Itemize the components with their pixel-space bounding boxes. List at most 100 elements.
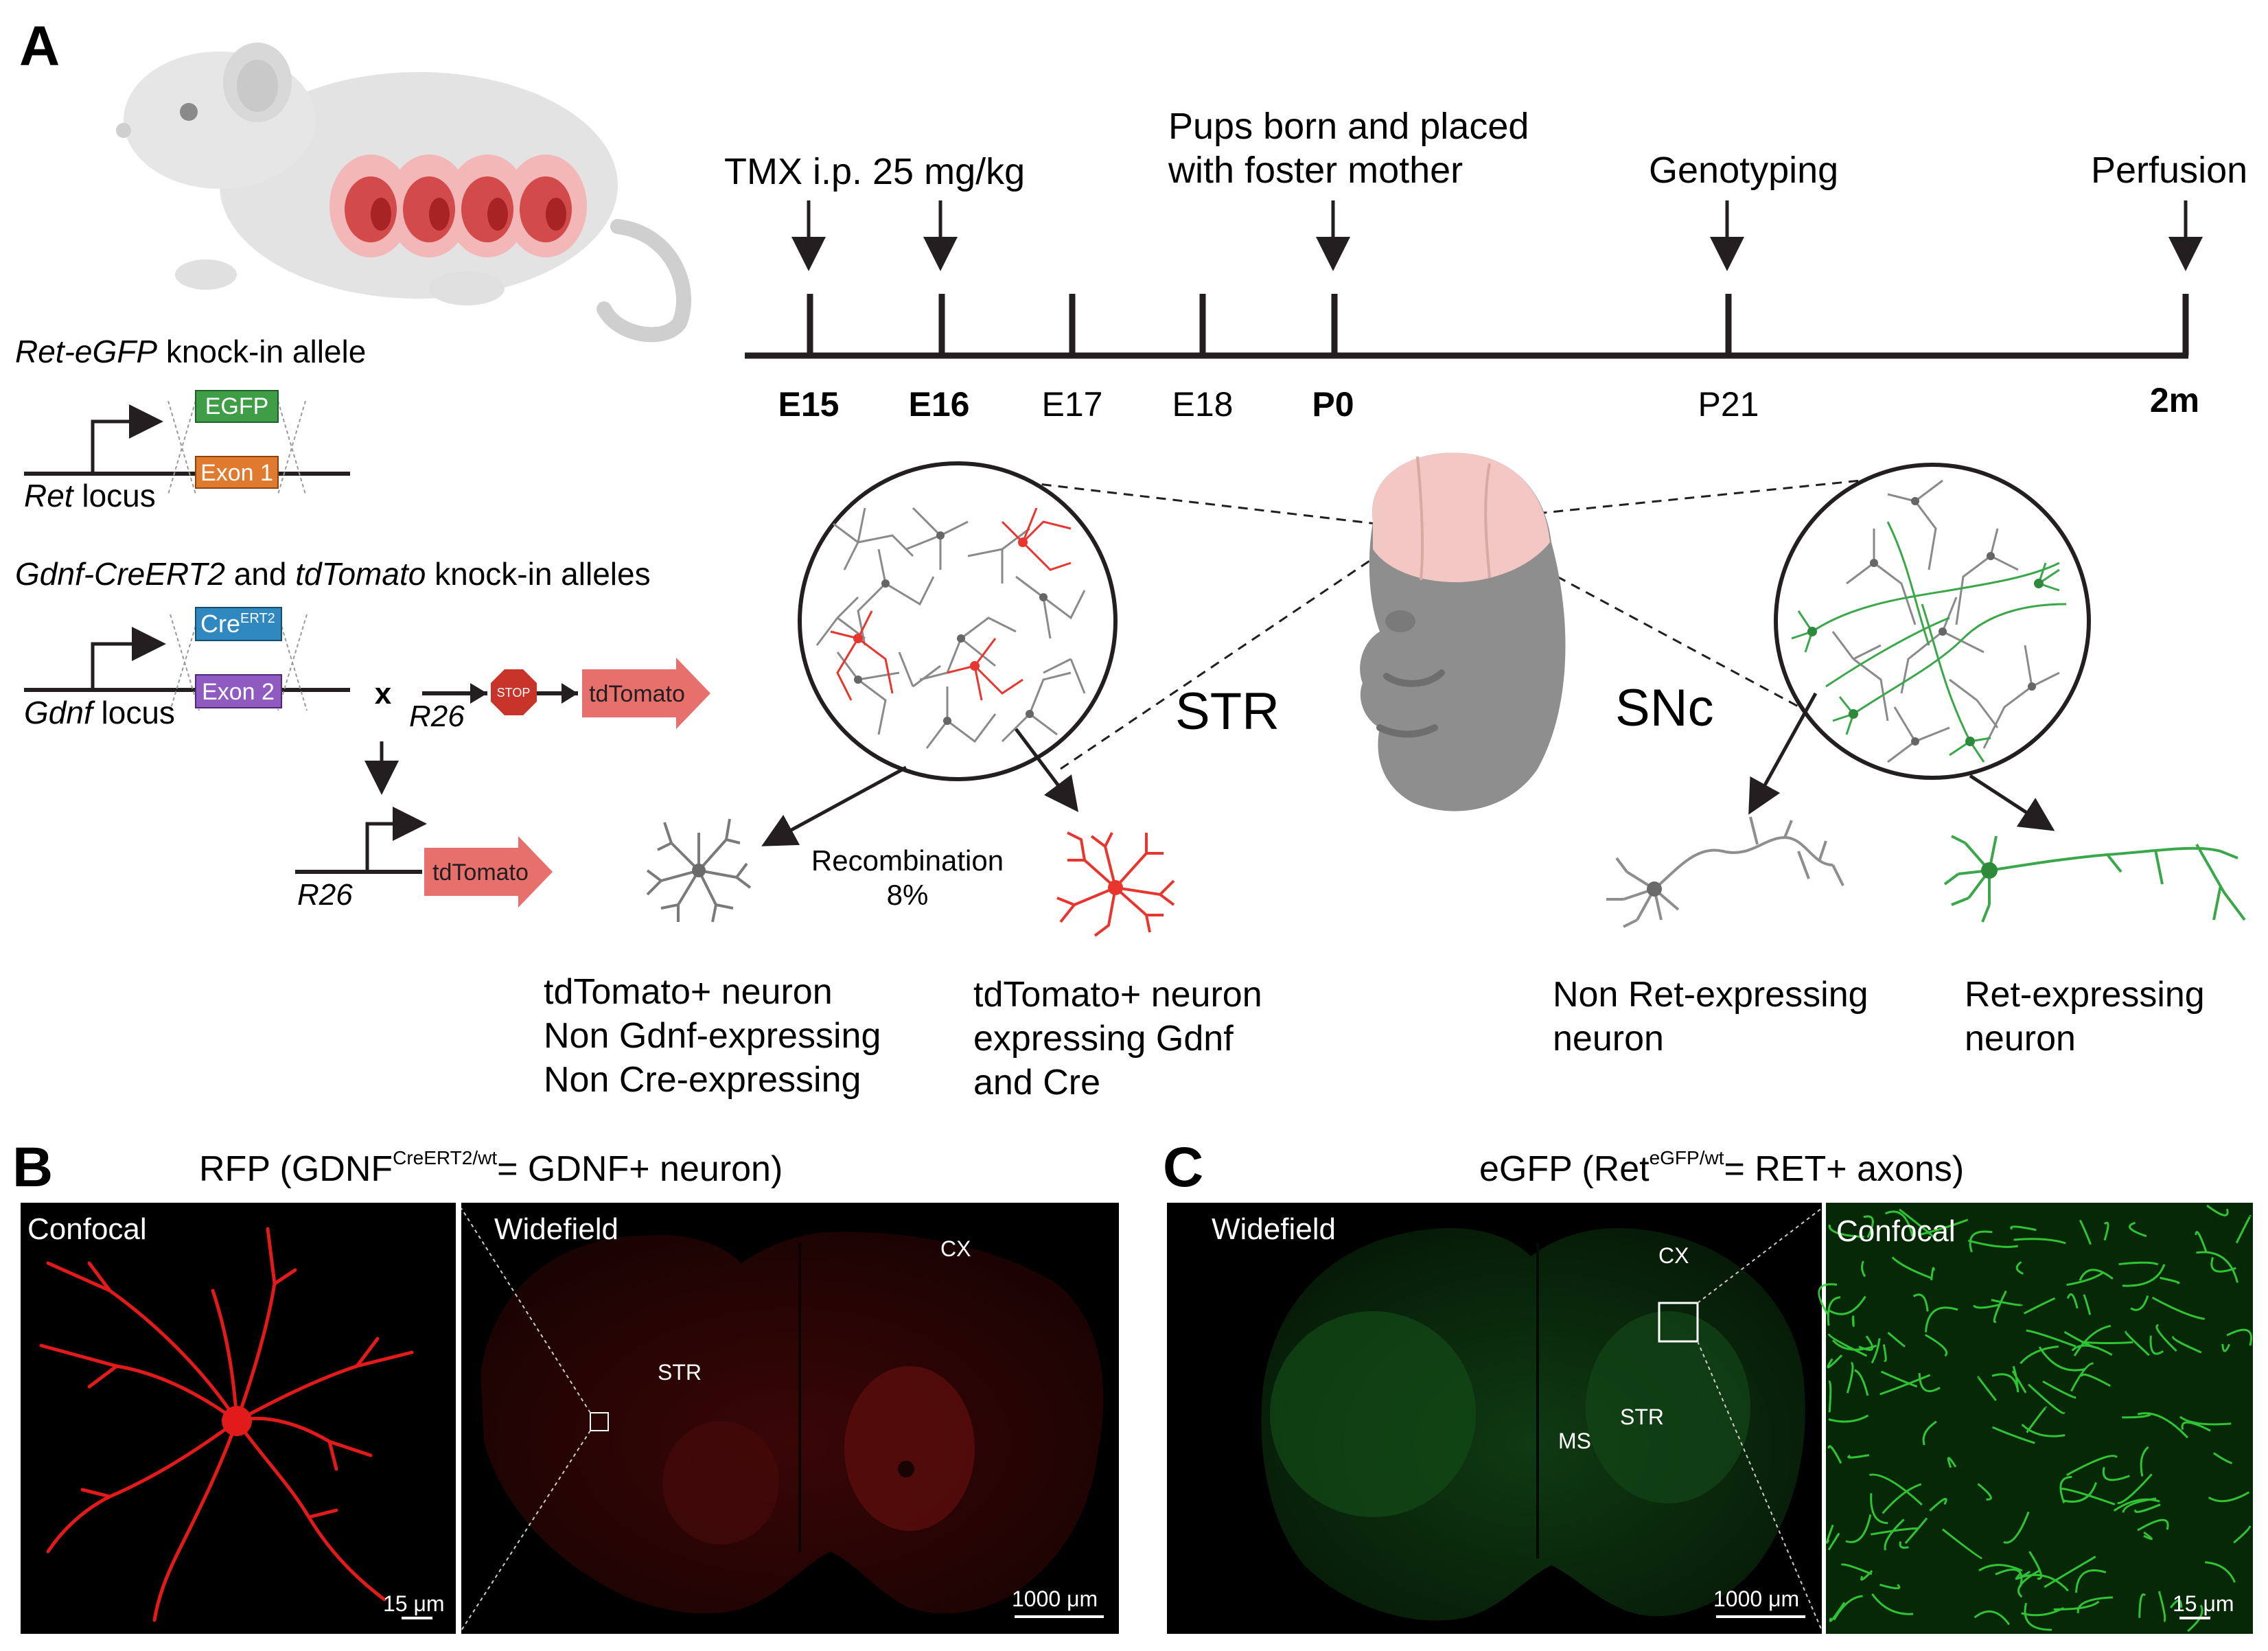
axon-fiber	[1827, 1354, 1843, 1369]
axon-fiber	[2196, 1251, 2238, 1283]
axon-fiber	[1827, 1333, 1868, 1357]
str-neuron-circle	[798, 461, 1118, 781]
axon-fiber	[2073, 1324, 2111, 1356]
axon-fiber	[2066, 1293, 2079, 1309]
axon-fiber	[2020, 1346, 2059, 1365]
axon-fiber	[1828, 1414, 1869, 1423]
axon-fiber	[1845, 1514, 1872, 1543]
axon-fiber	[2157, 1591, 2166, 1623]
panel-b-widefield-image: Widefield CX STR 1000 μm	[461, 1203, 1119, 1634]
axon-fiber	[2138, 1593, 2146, 1618]
axon-fiber	[2061, 1488, 2116, 1505]
axon-fiber	[1922, 1420, 1937, 1446]
axon-fiber	[2221, 1343, 2231, 1352]
axon-fiber	[1882, 1483, 1922, 1514]
axon-fiber	[1992, 1426, 2035, 1444]
event-pups-line1: Pups born and placed	[1168, 106, 1529, 147]
red-striatal-neuron-icon	[1056, 831, 1175, 937]
neuron2-line1: tdTomato+ neuron	[973, 975, 1262, 1015]
gdnf-allele-title: Gdnf-CreERT2 and tdTomato knock-in allel…	[15, 556, 651, 592]
axon-fiber	[1825, 1524, 1834, 1544]
axon-fiber	[1828, 1381, 1832, 1413]
cre-label: CreERT2	[200, 610, 275, 638]
axon-fiber	[1899, 1208, 1938, 1241]
neuron-descriptions: tdTomato+ neuron Non Gdnf-expressing Non…	[544, 972, 2205, 1102]
axon-fiber	[2015, 1261, 2024, 1275]
scale-label-c-small: 15 μm	[2173, 1591, 2234, 1616]
axon-fiber	[2053, 1600, 2100, 1610]
axon-fiber	[2113, 1498, 2160, 1512]
axon-fiber	[2070, 1362, 2094, 1392]
axon-fiber	[1828, 1295, 1866, 1315]
axon-fiber	[2137, 1412, 2188, 1439]
axon-fiber	[2017, 1569, 2040, 1598]
zoom-box-c	[1658, 1302, 1699, 1343]
neuron1-line2: Non Gdnf-expressing	[544, 1016, 881, 1056]
egfp-label: EGFP	[205, 393, 269, 419]
exon2-box	[195, 674, 282, 708]
axon-fiber	[1995, 1568, 2023, 1588]
egfp-box	[195, 390, 279, 423]
gray-snc-neuron-icon	[1606, 816, 1844, 928]
tdtomato-result-cassette	[424, 836, 553, 908]
gray-striatal-neuron-icon	[646, 818, 752, 923]
axon-fiber	[1884, 1519, 1905, 1551]
axon-fiber	[1871, 1338, 1881, 1364]
arrow-str-to-gray-neuron	[761, 765, 907, 846]
neuron1-line3: Non Cre-expressing	[544, 1060, 861, 1100]
axon-fiber	[2010, 1225, 2037, 1232]
axon-fiber	[1858, 1335, 1874, 1351]
stop-octagon	[491, 669, 537, 715]
axon-fiber	[2079, 1269, 2114, 1281]
neuron4-line2: neuron	[1965, 1019, 2076, 1059]
zoom-box-b	[590, 1412, 609, 1431]
recombination-label-line2: 8%	[887, 879, 929, 911]
r26-label: R26	[409, 700, 465, 733]
axon-fiber	[1977, 1483, 1992, 1501]
axon-fiber	[2103, 1221, 2109, 1241]
axon-fiber	[2195, 1231, 2208, 1253]
axon-fiber	[2235, 1215, 2252, 1244]
axon-fiber	[1967, 1239, 2018, 1248]
panel-c-widefield-image: Widefield CX STR MS 1000 μm	[1167, 1203, 1822, 1634]
neuron2-line3: and Cre	[973, 1063, 1100, 1102]
axon-fiber	[2129, 1221, 2147, 1238]
axon-fiber	[1828, 1224, 1864, 1238]
tick-label-e17: E17	[1042, 385, 1103, 424]
scale-label-b-large: 1000 μm	[1012, 1586, 1098, 1611]
axon-fiber	[2102, 1466, 2130, 1481]
pregnant-mouse-illustration	[116, 43, 691, 343]
axon-fiber	[2122, 1264, 2166, 1287]
panel-b-confocal-image: Confocal 15 μm	[21, 1203, 456, 1634]
axon-fiber	[2118, 1261, 2159, 1266]
axon-fiber	[2137, 1519, 2169, 1532]
axon-fiber	[1884, 1210, 1914, 1237]
event-tmx: TMX i.p. 25 mg/kg	[724, 151, 1025, 192]
ret-locus-label: Ret locus	[24, 478, 156, 513]
axon-fiber	[2013, 1238, 2066, 1245]
gdnf-allele-diagram: Gdnf-CreERT2 and tdTomato knock-in allel…	[15, 556, 710, 912]
axon-fiber	[2075, 1569, 2107, 1593]
panel-b-title: RFP (GDNFCreERT2/wt= GDNF+ neuron)	[199, 1147, 783, 1189]
axon-fiber	[1930, 1267, 1935, 1280]
tdtomato-label: tdTomato	[589, 681, 685, 707]
axon-fiber	[2210, 1257, 2236, 1273]
neuron3-line1: Non Ret-expressing	[1553, 975, 1868, 1015]
axon-fiber	[2042, 1380, 2076, 1399]
snc-region-label: SNc	[1615, 679, 1714, 737]
confocal-label-c: Confocal	[1836, 1214, 1956, 1248]
axon-fiber	[2024, 1602, 2052, 1631]
widefield-label-c: Widefield	[1212, 1212, 1336, 1246]
region-str-b: STR	[658, 1360, 702, 1385]
axon-fiber	[2066, 1271, 2105, 1286]
axon-fiber	[2021, 1424, 2066, 1438]
axon-fiber	[2023, 1297, 2056, 1315]
stop-label: STOP	[497, 686, 531, 700]
brain-section-red	[481, 1232, 1104, 1614]
axon-fiber	[1879, 1374, 1931, 1396]
axon-fiber	[1978, 1564, 2023, 1572]
neuron4-line1: Ret-expressing	[1965, 975, 2205, 1015]
gdnf-locus-label: Gdnf locus	[24, 695, 175, 730]
confocal-label-b: Confocal	[27, 1212, 147, 1246]
tick-label-e18: E18	[1172, 385, 1234, 424]
